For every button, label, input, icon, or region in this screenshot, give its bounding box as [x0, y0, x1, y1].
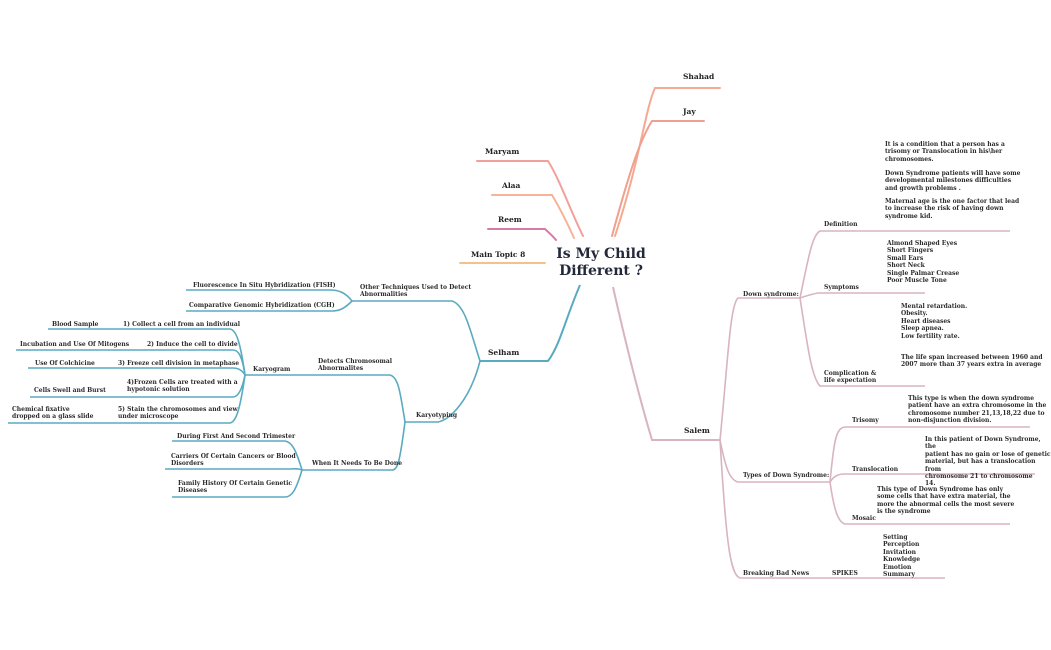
breaking-bad-news-topic[interactable]: Breaking Bad News — [743, 570, 810, 577]
step-3[interactable]: 3) Freeze cell division in metaphase — [118, 360, 240, 367]
definition-text-2: Down Syndrome patients will have some de… — [885, 170, 1021, 192]
translocation-text: In this patient of Down Syndrome, the pa… — [925, 436, 1051, 488]
step-4[interactable]: 4)Frozen Cells are treated with a hypoto… — [127, 379, 238, 394]
detects-abnormalities-topic[interactable]: Detects Chromosomal Abnormalites — [318, 358, 393, 373]
symptoms-topic[interactable]: Symptoms — [824, 284, 859, 291]
step-2-detail[interactable]: Incubation and Use Of Mitogens — [20, 341, 130, 348]
connector-alaa — [491, 194, 575, 239]
when-item-trimester[interactable]: During First And Second Trimester — [177, 433, 296, 440]
branch-reem[interactable]: Reem — [498, 215, 522, 224]
branch-maryam[interactable]: Maryam — [485, 147, 520, 156]
step-2[interactable]: 2) Induce the cell to divide — [147, 341, 238, 348]
connector-selham — [480, 284, 581, 362]
karyotyping-topic[interactable]: Karyotyping — [416, 412, 458, 419]
symptoms-text: Almond Shaped Eyes Short Fingers Small E… — [887, 240, 960, 285]
step-5[interactable]: 5) Stain the chromosomes and view under … — [118, 406, 238, 421]
other-techniques-topic[interactable]: Other Techniques Used to Detect Abnormal… — [360, 284, 472, 299]
spikes-text: Setting Perception Invitation Knowledge … — [883, 534, 921, 579]
fish-topic[interactable]: Fluorescence In Situ Hybridization (FISH… — [193, 282, 336, 289]
branch-selham[interactable]: Selham — [488, 348, 520, 357]
definition-text-1: It is a condition that a person has a tr… — [885, 141, 1005, 163]
when-item-family-history[interactable]: Family History Of Certain Genetic Diseas… — [178, 480, 293, 495]
definition-topic[interactable]: Definition — [824, 221, 858, 228]
connector-salem — [612, 286, 720, 441]
connector-jay — [611, 120, 705, 237]
translocation-topic[interactable]: Translocation — [852, 466, 899, 473]
central-topic[interactable]: Is My Child Different ? — [556, 246, 646, 279]
trisomy-text: This type is when the down syndrome pati… — [908, 395, 1047, 425]
step-1[interactable]: 1) Collect a cell from an individual — [123, 321, 240, 328]
mosaic-topic[interactable]: Mosaic — [852, 515, 876, 522]
types-topic[interactable]: Types of Down Syndrome: — [743, 472, 830, 479]
step-3-detail[interactable]: Use Of Colchicine — [35, 360, 95, 367]
cgh-topic[interactable]: Comparative Genomic Hybridization (CGH) — [189, 302, 335, 309]
branch-salem[interactable]: Salem — [684, 426, 710, 435]
step-4-detail[interactable]: Cells Swell and Burst — [34, 387, 106, 394]
complication-topic[interactable]: Complication & life expectation — [824, 370, 877, 385]
when-needed-topic[interactable]: When It Needs To Be Done — [312, 460, 403, 467]
definition-text-3: Maternal age is the one factor that lead… — [885, 198, 1020, 220]
step-5-detail[interactable]: Chemical fixative dropped on a glass sli… — [12, 406, 94, 421]
step-1-detail[interactable]: Blood Sample — [52, 321, 99, 328]
down-syndrome-topic[interactable]: Down syndrome: — [743, 291, 799, 298]
branch-main-topic-8[interactable]: Main Topic 8 — [471, 250, 526, 259]
branch-alaa[interactable]: Alaa — [502, 181, 521, 190]
branch-shahad[interactable]: Shahad — [683, 72, 715, 81]
mosaic-text: This type of Down Syndrome has only some… — [877, 486, 1015, 516]
when-item-carriers[interactable]: Carriers Of Certain Cancers or Blood Dis… — [171, 453, 296, 468]
complication-text-2: The life span increased between 1960 and… — [901, 354, 1043, 369]
karyogram-topic[interactable]: Karyogram — [253, 366, 291, 373]
connector-reem — [487, 228, 557, 241]
spikes-topic[interactable]: SPIKES — [832, 570, 858, 577]
branch-jay[interactable]: Jay — [683, 107, 696, 116]
trisomy-topic[interactable]: Trisomy — [852, 417, 879, 424]
complication-text-1: Mental retardation. Obesity. Heart disea… — [901, 303, 968, 340]
connector-shahad — [614, 87, 721, 237]
connector-maryam — [476, 160, 584, 237]
